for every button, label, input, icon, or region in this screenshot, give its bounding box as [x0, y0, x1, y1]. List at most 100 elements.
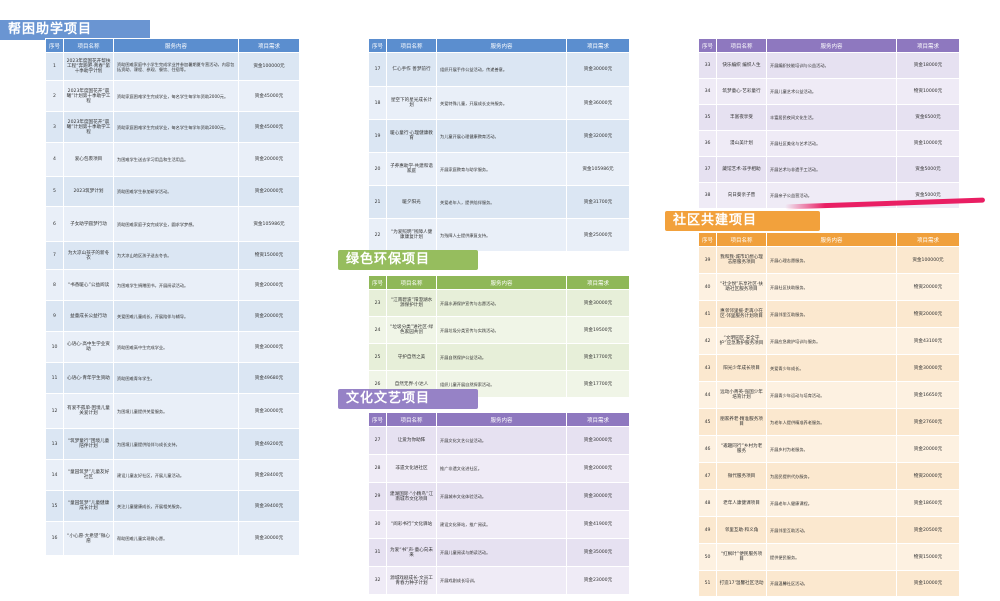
row-number: 18	[368, 86, 387, 120]
project-name: 仁心手作 善梦前行	[386, 52, 437, 87]
project-name: 爱心包裹项目	[63, 142, 114, 177]
col-need: 项目需求	[566, 38, 630, 53]
row-number: 35	[698, 104, 717, 131]
service-content: 为大凉山地区孩子送去冬衣。	[113, 241, 239, 270]
project-need: 资金49680元	[238, 362, 300, 394]
project-name: 心语心·青年学生资助	[63, 362, 114, 394]
row-number: 21	[368, 185, 387, 219]
project-name: 有爱不孤单·困境儿童关爱计划	[63, 393, 114, 429]
row-number: 33	[698, 52, 717, 79]
service-content: 开展老年人健康课程。	[766, 489, 897, 517]
service-content: 资助困难家庭中小学生完成学业并参加暑期夏令营活动，内容包括资助、课程、参观、餐饮…	[113, 52, 239, 81]
project-name: 守护自然之美	[386, 343, 437, 371]
project-need: 资金20000元	[896, 435, 960, 463]
row-number: 8	[45, 269, 64, 301]
col-name: 项目名称	[386, 38, 437, 53]
education-column: 帮困助学项目	[0, 20, 300, 40]
project-need: 资金25000元	[566, 218, 630, 252]
row-number: 13	[45, 428, 64, 460]
row-number: 50	[698, 543, 717, 571]
project-need: 资金18000元	[896, 52, 960, 79]
table-row: 22“为爱照明”残障人健康康复计划为残障人士提供康复支持。资金25000元	[368, 218, 630, 252]
project-need: 资金20000元	[238, 300, 300, 332]
project-name: 星空下的星光成长计划	[386, 86, 437, 120]
row-number: 49	[698, 516, 717, 544]
project-need: 资金20000元	[566, 454, 630, 483]
project-name: 建湖国际·“小精鸟”江南城市文化项目	[386, 482, 437, 511]
project-need: 资金45000元	[238, 80, 300, 112]
service-content: 为老年人提供精准养老服务。	[766, 408, 897, 436]
project-name: 子养惠助学·共建和谐家庭	[386, 152, 437, 186]
project-need: 资金45000元	[238, 111, 300, 143]
project-need: 资金19500元	[566, 316, 630, 344]
service-content: 丰富居民夜间文化生活。	[766, 104, 897, 131]
project-need: 物资15000元	[238, 241, 300, 270]
row-number: 44	[698, 381, 717, 409]
row-number: 24	[368, 316, 387, 344]
service-content: 提供便民服务。	[766, 543, 897, 571]
project-need: 资金105986元	[238, 206, 300, 242]
project-need: 资金5000元	[896, 156, 960, 183]
project-name: 朋家养老·精准服务项目	[716, 408, 767, 436]
service-content: 开展城市文化体验活动。	[436, 482, 567, 511]
row-number: 6	[45, 206, 64, 242]
project-name: 心语心·高中生学业资助	[63, 331, 114, 363]
row-number: 14	[45, 459, 64, 491]
service-content: 为困难学生送去学习用品和生活用品。	[113, 142, 239, 177]
row-number: 27	[368, 426, 387, 455]
service-content: 开展编织技能培训与公益活动。	[766, 52, 897, 79]
project-name: 快乐编织 编织人生	[716, 52, 767, 79]
project-need: 资金17700元	[566, 370, 630, 398]
table-row: 30“阅彩书行”文化驿站建设文化驿站，推广阅读。资金41900元	[368, 510, 630, 539]
row-number: 39	[698, 246, 717, 274]
row-number: 45	[698, 408, 717, 436]
project-need: 资金32000元	[566, 119, 630, 153]
row-number: 40	[698, 273, 717, 301]
col-need: 项目需求	[238, 38, 300, 53]
project-name: “垃圾分类”进社区·绿色家园共创	[386, 316, 437, 344]
project-need: 资金30000元	[566, 289, 630, 317]
service-content: 关注儿童健康成长，开展相关服务。	[113, 490, 239, 522]
community-section-title: 社区共建项目	[665, 211, 820, 231]
project-name: “邀趣同行”乡村为老服务	[716, 435, 767, 463]
project-need: 资金39400元	[238, 490, 300, 522]
col-name: 项目名称	[386, 412, 437, 427]
col-need: 项目需求	[566, 275, 630, 290]
col-no: 序号	[368, 412, 387, 427]
service-content: 开展垃圾分类宣传与实践活动。	[436, 316, 567, 344]
service-content: 开展水源保护宣传与志愿活动。	[436, 289, 567, 317]
project-name: 为大凉山孩子的新冬衣	[63, 241, 114, 270]
col-no: 序号	[368, 275, 387, 290]
row-number: 10	[45, 331, 64, 363]
project-name: 2023筑梦计划	[63, 176, 114, 207]
project-name: “筑梦童行”困境儿童陪伴计划	[63, 428, 114, 460]
service-content: 资助家庭困难学生完成学业，每名学生每学年资助2000元。	[113, 80, 239, 112]
project-name: 远动小菁英·强国少年培育计划	[716, 381, 767, 409]
project-need: 资金30000元	[566, 52, 630, 87]
col-name: 项目名称	[716, 38, 767, 53]
table-row: 46“邀趣同行”乡村为老服务开展乡村为老服务。资金20000元	[698, 435, 960, 463]
row-number: 43	[698, 354, 717, 382]
project-name: 邻里互助·和义角	[716, 516, 767, 544]
service-content: 开展心理志愿服务。	[766, 246, 897, 274]
project-need: 资金27600元	[896, 408, 960, 436]
row-number: 36	[698, 130, 717, 157]
service-content: 开展乡村为老服务。	[766, 435, 897, 463]
col-no: 序号	[698, 38, 717, 53]
service-content: 开展自然保护公益活动。	[436, 343, 567, 371]
table-row: 13“筑梦童行”困境儿童陪伴计划为困境儿童提供陪伴与成长支持。资金49200元	[45, 428, 300, 460]
service-content: 为困境儿童提供陪伴与成长支持。	[113, 428, 239, 460]
row-number: 15	[45, 490, 64, 522]
